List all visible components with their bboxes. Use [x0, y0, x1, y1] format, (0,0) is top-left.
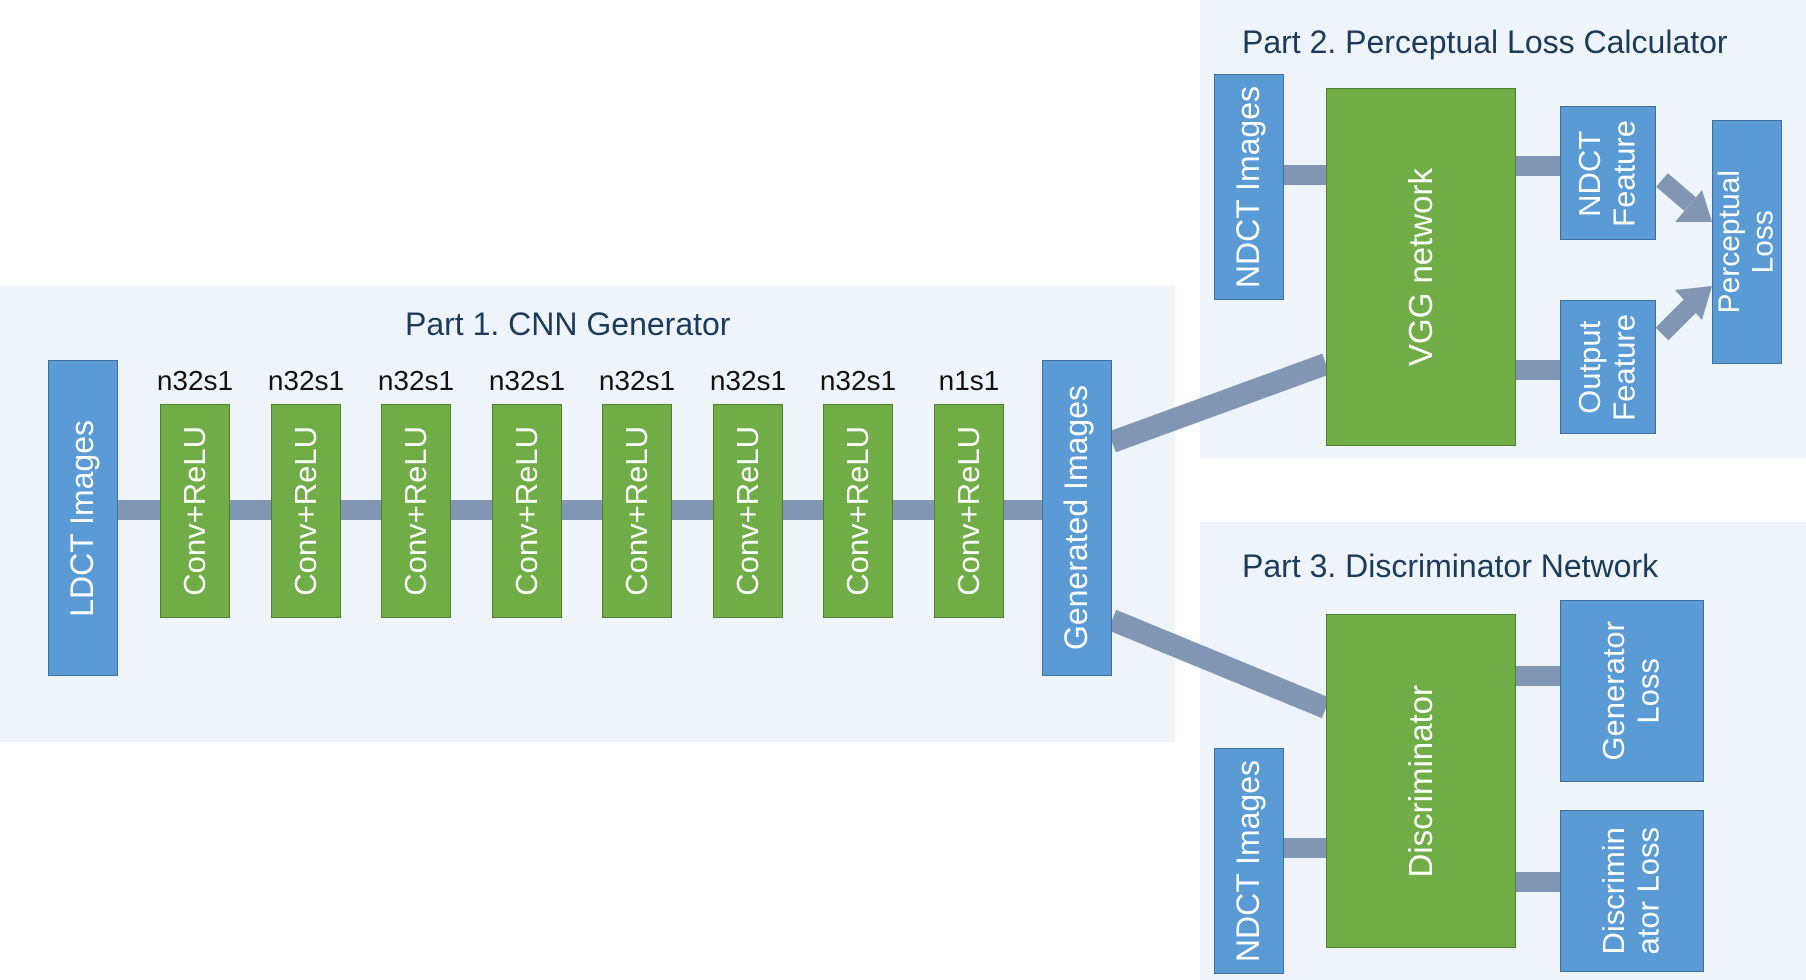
generated-images-label: Generated Images [1058, 385, 1095, 651]
layer-param-label: n32s1 [819, 365, 897, 396]
generator-loss-box: Generator Loss [1560, 600, 1704, 782]
ldct-images-box: LDCT Images [48, 360, 118, 676]
part3-title: Part 3. Discriminator Network [1242, 548, 1659, 584]
discriminator-box: Discriminator [1326, 614, 1516, 948]
ndct-feature-box: NDCT Feature [1560, 106, 1656, 240]
conv-relu-box: Conv+ReLU [934, 404, 1004, 618]
layer-param-label: n32s1 [488, 365, 566, 396]
part3-ndct-images-label: NDCT Images [1230, 759, 1267, 963]
generated-to-discriminator-connector [1107, 609, 1331, 719]
discriminator-loss-box: Discrimin ator Loss [1560, 810, 1704, 972]
conv-relu-box: Conv+ReLU [381, 404, 451, 618]
ndct-feature-arrow-shaft [1656, 173, 1696, 211]
layer-param-label: n32s1 [377, 365, 455, 396]
output-feature-box: Output Feature [1560, 300, 1656, 434]
ndct-feature-label: NDCT Feature [1572, 119, 1642, 227]
conv-relu-label: Conv+ReLU [729, 426, 765, 596]
generated-images-box: Generated Images [1042, 360, 1112, 676]
output-feature-label: Output Feature [1572, 313, 1642, 421]
conv-relu-label: Conv+ReLU [176, 426, 212, 596]
generator-loss-label: Generator Loss [1596, 621, 1666, 761]
conv-relu-label: Conv+ReLU [839, 426, 875, 596]
conv-relu-box: Conv+ReLU [823, 404, 893, 618]
layer-param-label: n32s1 [598, 365, 676, 396]
perceptual-loss-label: Perceptual Loss [1713, 170, 1780, 314]
layer-param-label: n32s1 [267, 365, 345, 396]
part3-ndct-images-box: NDCT Images [1214, 748, 1284, 974]
ndct-feature-arrow-head [1675, 190, 1712, 222]
conv-relu-label: Conv+ReLU [287, 426, 323, 596]
conv-relu-label: Conv+ReLU [950, 426, 986, 596]
conv-relu-label: Conv+ReLU [397, 426, 433, 596]
perceptual-loss-box: Perceptual Loss [1712, 120, 1782, 364]
conv-relu-box: Conv+ReLU [271, 404, 341, 618]
conv-relu-label: Conv+ReLU [508, 426, 544, 596]
generated-to-vgg-connector [1108, 353, 1330, 453]
layer-param-label: n1s1 [938, 365, 1000, 396]
conv-relu-box: Conv+ReLU [713, 404, 783, 618]
vgg-network-box: VGG network [1326, 88, 1516, 446]
layer-param-label: n32s1 [156, 365, 234, 396]
conv-relu-box: Conv+ReLU [602, 404, 672, 618]
ldct-images-label: LDCT Images [64, 419, 101, 617]
output-feature-arrow-head [1675, 286, 1712, 320]
conv-relu-label: Conv+ReLU [618, 426, 654, 596]
part2-ndct-images-label: NDCT Images [1230, 85, 1267, 289]
vgg-network-label: VGG network [1401, 167, 1439, 367]
output-feature-arrow-shaft [1655, 299, 1697, 341]
part1-title: Part 1. CNN Generator [405, 306, 731, 342]
conv-relu-box: Conv+ReLU [492, 404, 562, 618]
conv-relu-box: Conv+ReLU [160, 404, 230, 618]
discriminator-label: Discriminator [1401, 684, 1439, 878]
layer-param-label: n32s1 [709, 365, 787, 396]
part2-title: Part 2. Perceptual Loss Calculator [1242, 24, 1728, 60]
discriminator-loss-label: Discrimin ator Loss [1596, 827, 1666, 955]
part2-ndct-images-box: NDCT Images [1214, 74, 1284, 300]
